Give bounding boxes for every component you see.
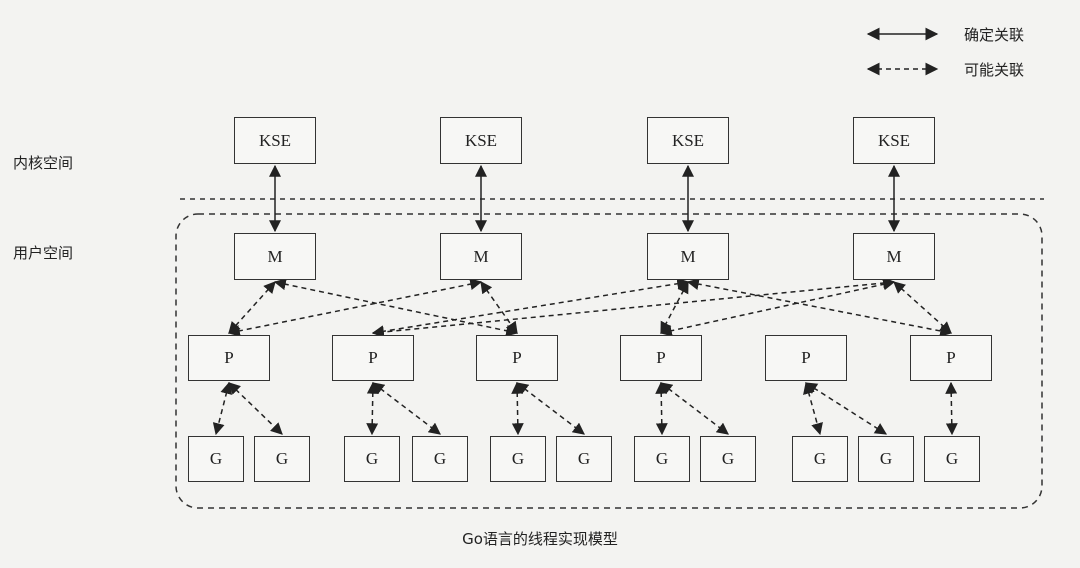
g-box: G — [556, 436, 612, 482]
m-p-edge — [371, 277, 896, 338]
g-box: G — [858, 436, 914, 482]
m-box: M — [647, 233, 729, 280]
kse-box: KSE — [647, 117, 729, 164]
p-box: P — [765, 335, 847, 381]
p-g-edge — [660, 382, 729, 435]
g-box: G — [700, 436, 756, 482]
g-box: G — [634, 436, 690, 482]
kernel-space-label: 内核空间 — [13, 154, 74, 172]
p-box: P — [476, 335, 558, 381]
p-g-edge — [655, 381, 668, 436]
user-space-label: 用户空间 — [13, 244, 74, 262]
user-space-region — [175, 213, 1043, 509]
m-p-edge — [227, 278, 483, 337]
p-box: P — [910, 335, 992, 381]
g-box: G — [412, 436, 468, 482]
kse-box: KSE — [234, 117, 316, 164]
g-box: G — [490, 436, 546, 482]
g-box: G — [344, 436, 400, 482]
p-box: P — [332, 335, 414, 381]
m-box: M — [234, 233, 316, 280]
m-p-edge — [659, 278, 896, 337]
p-g-edge — [803, 381, 823, 436]
diagram-caption: Go语言的线程实现模型 — [462, 530, 618, 548]
g-box: G — [254, 436, 310, 482]
legend-definite-label: 确定关联 — [964, 26, 1025, 44]
p-g-edge — [945, 381, 958, 436]
g-box: G — [188, 436, 244, 482]
p-g-edge — [804, 382, 888, 435]
p-box: P — [188, 335, 270, 381]
g-box: G — [792, 436, 848, 482]
p-g-edge — [516, 382, 585, 435]
m-p-edge — [893, 281, 952, 334]
p-g-edge — [228, 382, 283, 435]
p-g-edge — [212, 381, 233, 436]
p-g-edge — [372, 382, 441, 435]
m-p-edge — [660, 280, 689, 335]
p-g-edge — [511, 381, 524, 436]
m-p-edge — [273, 278, 519, 337]
m-box: M — [853, 233, 935, 280]
p-g-edge — [366, 381, 379, 436]
kse-box: KSE — [853, 117, 935, 164]
m-box: M — [440, 233, 522, 280]
kse-box: KSE — [440, 117, 522, 164]
legend-possible-label: 可能关联 — [964, 61, 1025, 79]
m-p-edge — [480, 281, 518, 334]
p-box: P — [620, 335, 702, 381]
g-box: G — [924, 436, 980, 482]
